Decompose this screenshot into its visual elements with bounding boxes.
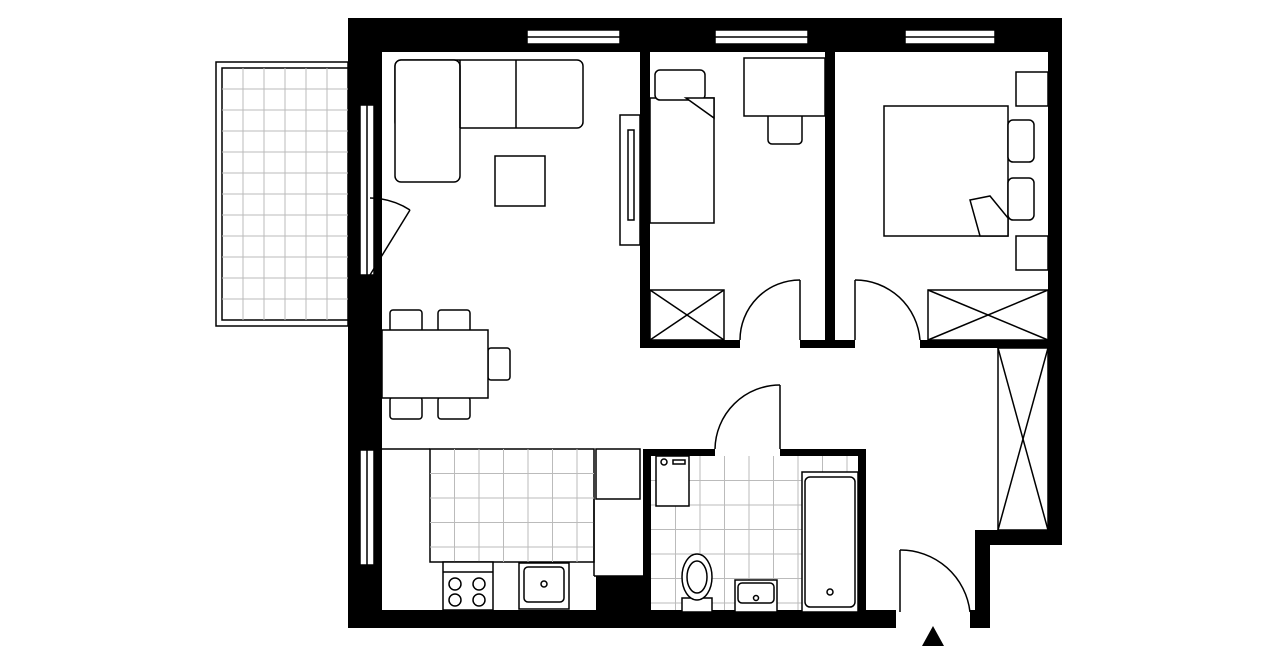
kitchen — [382, 448, 643, 611]
interior-walls — [596, 52, 1048, 612]
double-bed — [883, 71, 1049, 271]
sofa — [394, 59, 584, 183]
toilet — [681, 553, 713, 613]
hall-wardrobe — [997, 347, 1049, 531]
bathroom-sink — [734, 579, 778, 613]
wardrobe-master — [927, 289, 1049, 341]
entrance-marker-icon — [922, 626, 944, 646]
dining-table — [381, 309, 511, 420]
stove — [442, 561, 494, 611]
balcony-door[interactable] — [369, 197, 411, 276]
balcony — [215, 61, 349, 327]
doors[interactable] — [714, 279, 971, 613]
kitchen-sink — [518, 562, 570, 610]
coffee-table — [494, 155, 546, 207]
desk — [743, 57, 826, 145]
bathroom — [651, 455, 859, 613]
washing-machine — [655, 455, 690, 507]
tv-stand — [619, 114, 641, 246]
bathtub — [801, 471, 859, 613]
single-bed — [649, 69, 715, 224]
wardrobe-small — [649, 289, 725, 341]
windows — [359, 29, 996, 566]
